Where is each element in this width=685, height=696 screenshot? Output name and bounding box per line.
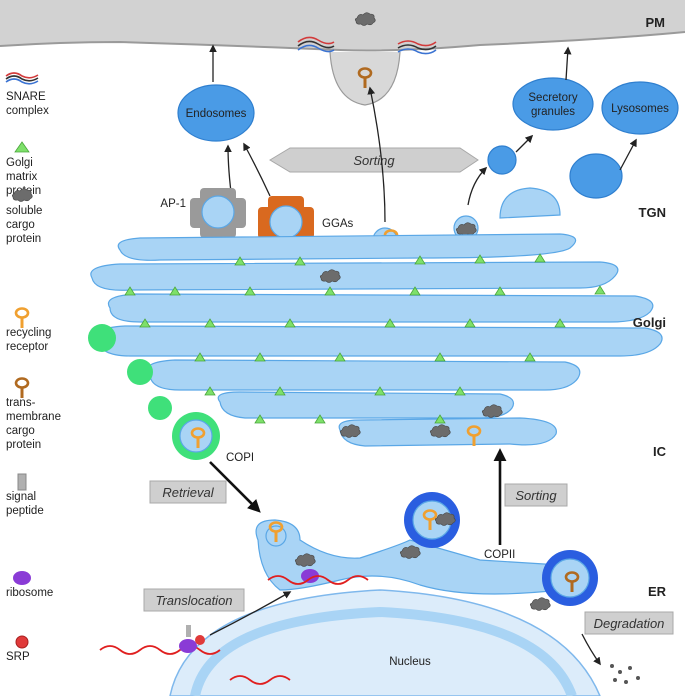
nucleus-label: Nucleus (389, 656, 431, 668)
arrow-tgn-to-secretory (467, 166, 488, 206)
secretory-granules-label-2: granules (531, 106, 575, 118)
stage-label-pm: PM (646, 15, 666, 30)
snare-complex-icon (5, 72, 39, 85)
arrow-translocation (209, 591, 292, 636)
legend-entry: signal peptide (6, 473, 44, 517)
legend-text: peptide (6, 505, 44, 517)
lysosomes-label: Lysosomes (611, 103, 669, 115)
ap1-label: AP-1 (160, 198, 186, 210)
secretory-granules (512, 77, 594, 131)
translocation-box (143, 588, 245, 612)
stage-label-tgn: TGN (639, 205, 666, 220)
signal-peptide-icon (17, 473, 27, 491)
legend-text: Golgi (6, 157, 33, 169)
mrna-er (267, 575, 369, 585)
sorting-ic-label: Sorting (515, 488, 557, 503)
cisterna-cis (217, 391, 515, 419)
arrow-vesicle-to-lysosome (619, 138, 637, 171)
retrieval-label: Retrieval (162, 485, 214, 500)
legend-entry: trans-membrane cargo protein (6, 377, 61, 451)
degradation-box (584, 611, 674, 635)
legend-text: SNARE (6, 91, 46, 103)
mrna-cytosol (99, 645, 221, 655)
sorting-banner-label: Sorting (353, 153, 395, 168)
cisterna-tgn (117, 233, 577, 261)
legend-text: receptor (6, 341, 48, 353)
srp-icon (15, 635, 29, 649)
plasma-membrane-band (0, 0, 685, 51)
stage-label-er: ER (648, 584, 667, 599)
copi-coats (88, 324, 172, 420)
copi-label: COPI (226, 452, 254, 464)
copi-coated-vesicle (172, 412, 220, 460)
legend-text: trans- (6, 397, 36, 409)
ap1-coated-vesicle (190, 188, 246, 238)
cytosol-signal-peptide-icon (186, 625, 191, 637)
snare-complex-left-icon (297, 36, 335, 53)
arrow-degradation (581, 633, 601, 666)
nuclear-envelope (190, 606, 577, 696)
plasma-membrane-line (0, 31, 685, 52)
copii-vesicle-1 (404, 492, 460, 548)
cisterna-1 (90, 261, 619, 291)
legend-entry: soluble cargo protein (6, 188, 42, 245)
tgn-lysosomal-bud (499, 187, 561, 219)
copii-label: COPII (484, 549, 515, 561)
endosomes-label: Endosomes (186, 108, 247, 120)
lysosomal-vesicle (569, 153, 623, 199)
arrow-tgn-to-pm (367, 86, 386, 223)
legend-text: cargo (6, 425, 35, 437)
transmembrane-cargo-protein-icon (14, 377, 30, 400)
snare-complex-right-icon (397, 40, 437, 55)
ggas-label: GGAs (322, 218, 354, 230)
legend-text: soluble (6, 205, 42, 217)
er-cargo-3-icon (529, 597, 551, 611)
golgi-stack (90, 233, 663, 447)
cisterna-4 (147, 359, 581, 391)
degradation-label: Degradation (594, 616, 665, 631)
cytosol-srp-icon (195, 635, 205, 645)
stage-label-ic: IC (653, 444, 667, 459)
er-ribosome-icon (301, 569, 319, 583)
legend-text: protein (6, 439, 41, 451)
cisterna-2 (107, 293, 654, 323)
legend-entry: recycling receptor (6, 307, 51, 353)
legend-text: membrane (6, 411, 61, 423)
golgi-matrix-protein-icon (14, 141, 30, 153)
translocation-label: Translocation (155, 593, 232, 608)
endosomes (177, 84, 255, 142)
degraded-fragments (610, 664, 640, 684)
legend-entry: SNARE complex (5, 72, 49, 117)
arrow-gga-to-endosome (243, 142, 271, 197)
legend-text: recycling (6, 327, 51, 339)
copii-vesicle-2 (542, 550, 598, 606)
sorting-banner (269, 147, 479, 173)
legend-text: SRP (6, 651, 30, 663)
legend-text: matrix (6, 171, 38, 183)
cisterna-3 (96, 325, 663, 357)
cytosol-ribosome-icon (179, 639, 197, 653)
legend-entry: ribosome (6, 571, 53, 599)
retrieval-box (149, 480, 227, 504)
legend-text: cargo (6, 219, 35, 231)
legend-text: signal (6, 491, 36, 503)
legend-entry: SRP (6, 635, 30, 663)
secretory-granules-label-1: Secretory (528, 92, 577, 104)
lysosomes (601, 81, 679, 135)
legend-text: ribosome (6, 587, 53, 599)
arrow-retrieval (209, 461, 261, 513)
mrna-lower (229, 675, 291, 685)
recycling-receptor-icon (14, 307, 30, 330)
legend-text: protein (6, 233, 41, 245)
legend-text: complex (6, 105, 49, 117)
arrow-granules-to-pm (563, 46, 572, 81)
ribosome-icon (13, 571, 31, 585)
secretory-vesicle (487, 145, 517, 175)
arrow-vesicle-to-granules (515, 134, 534, 153)
sorting-ic-box (504, 483, 568, 507)
stage-label-golgi: Golgi (633, 315, 666, 330)
